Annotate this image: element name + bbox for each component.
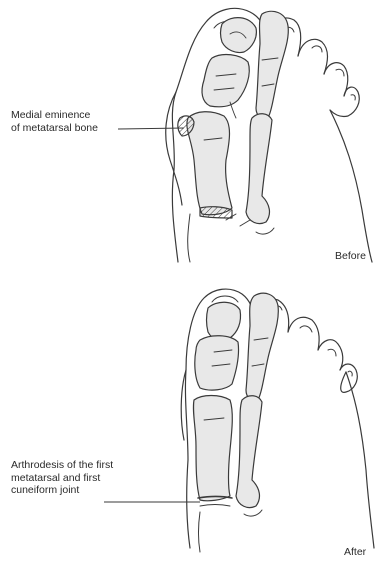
before-cuneiform-hatch xyxy=(200,207,232,218)
before-callout-line-1: Medial eminence xyxy=(11,109,98,122)
before-leader-line xyxy=(118,128,184,129)
after-callout-line-2: metatarsal and first xyxy=(11,472,113,485)
after-second-metatarsal xyxy=(236,396,262,508)
before-callout-label: Medial eminence of metatarsal bone xyxy=(11,109,98,134)
before-state-label: Before xyxy=(335,250,366,263)
after-state-label: After xyxy=(344,546,366,559)
after-hallux-distal xyxy=(207,302,241,340)
before-hallux-proximal xyxy=(202,55,249,107)
after-toe-4 xyxy=(318,340,343,370)
after-callout-label: Arthrodesis of the first metatarsal and … xyxy=(11,459,113,497)
before-toe-4 xyxy=(324,63,348,96)
before-foot xyxy=(166,8,372,262)
before-callout-line-2: of metatarsal bone xyxy=(11,122,98,135)
before-toe-5 xyxy=(330,87,359,116)
after-foot xyxy=(181,289,374,552)
before-foot-lateral-edge xyxy=(330,110,372,262)
after-foot-lateral-edge xyxy=(346,372,374,548)
before-second-metatarsal xyxy=(246,114,272,224)
before-toe-3 xyxy=(298,39,328,74)
after-first-metatarsal xyxy=(193,396,232,501)
after-callout-line-3: cuneiform joint xyxy=(11,484,113,497)
after-hallux-proximal xyxy=(195,336,239,390)
before-hallux-distal xyxy=(221,18,257,53)
after-toe-3 xyxy=(288,317,319,350)
after-second-toe-bones xyxy=(246,293,278,400)
before-second-toe-bones xyxy=(256,11,288,118)
after-callout-line-1: Arthrodesis of the first xyxy=(11,459,113,472)
